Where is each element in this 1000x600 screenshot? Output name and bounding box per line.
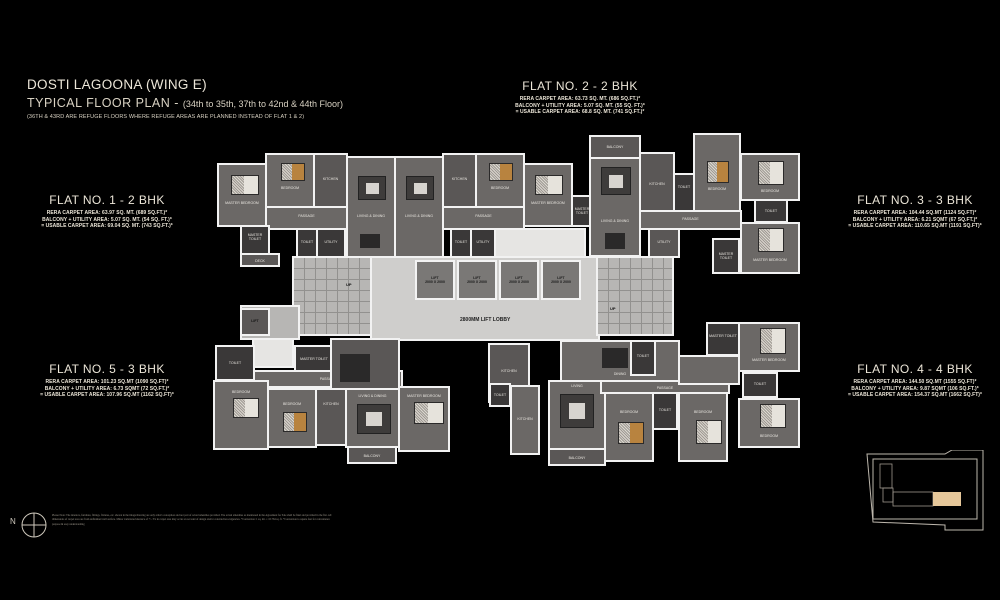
- flat-3-passage: PASSAGE: [639, 210, 742, 230]
- project-title: DOSTI LAGOONA (WING E): [27, 77, 207, 92]
- flat-4-toilet-small: TOILET: [489, 383, 511, 407]
- flat-usable-area: = USABLE CARPET AREA: 154.37 SQ.MT (1662…: [847, 392, 983, 398]
- compass-north-label: N: [10, 517, 16, 526]
- flat-3-utility: UTILITY: [648, 228, 680, 258]
- flat-3-master-toilet: MASTER TOILET: [712, 238, 740, 274]
- flat-5-bedroom: BEDROOM: [213, 380, 269, 450]
- flat-1-bedroom: BEDROOM: [265, 153, 315, 208]
- flat-name: FLAT NO. 1 - 2 BHK: [49, 193, 165, 207]
- flat-name: FLAT NO. 4 - 4 BHK: [857, 362, 973, 376]
- plan-floors: (34th to 35th, 37th to 42nd & 44th Floor…: [182, 99, 344, 109]
- flat-4-living: LIVING: [548, 380, 606, 450]
- flat-4-toilet-2: TOILET: [652, 392, 678, 430]
- key-plan-highlight: [933, 492, 961, 506]
- flat-3-balcony: BALCONY: [589, 135, 641, 159]
- flat-name: FLAT NO. 2 - 2 BHK: [522, 79, 638, 93]
- flat-3-info: FLAT NO. 3 - 3 BHK RERA CARPET AREA: 104…: [835, 193, 995, 230]
- flat-rera-area: RERA CARPET AREA: 63.97 SQ. MT. (689 SQ.…: [46, 210, 168, 216]
- title-block: DOSTI LAGOONA (WING E) TYPICAL FLOOR PLA…: [27, 77, 343, 120]
- flat-balcony-area: BALCONY + UTILITY AREA: 5.07 SQ. MT. (55…: [515, 102, 645, 109]
- flat-4-bedroom: BEDROOM: [604, 392, 654, 462]
- flat-1-kitchen: KITCHEN: [313, 153, 348, 208]
- flat-rera-area: RERA CARPET AREA: 63.73 SQ. MT. (686 SQ.…: [519, 96, 641, 102]
- flat-usable-area: = USABLE CARPET AREA: 69.04 SQ. MT. (743…: [41, 223, 173, 229]
- flat-3-toilet-2: TOILET: [754, 199, 788, 223]
- flat-4-toilet-1: TOILET: [630, 340, 656, 376]
- flat-2-living-dining: LIVING & DINING: [394, 156, 444, 258]
- flat-2-duct: [494, 228, 586, 258]
- key-plan: [866, 450, 984, 531]
- flat-1-utility: UTILITY: [316, 228, 346, 258]
- flat-2-toilet: TOILET: [450, 228, 472, 258]
- disclaimer-note: Please Note: The interiors, furniture, f…: [52, 514, 332, 526]
- flat-3-kitchen: KITCHEN: [639, 152, 675, 212]
- flat-2-utility: UTILITY: [470, 228, 496, 258]
- right-staircase: UP: [596, 256, 674, 336]
- flat-balcony-area: BALCONY + UTILITY AREA: 9.87 SQMT (106 S…: [851, 385, 979, 392]
- left-shaft: [252, 338, 294, 368]
- flat-name: FLAT NO. 5 - 3 BHK: [49, 362, 165, 376]
- flat-balcony-area: BALCONY + UTILITY AREA: 6.73 SQMT (72 SQ…: [44, 385, 170, 392]
- flat-5-info: FLAT NO. 5 - 3 BHK RERA CARPET AREA: 101…: [22, 362, 192, 399]
- refuge-note: (36TH & 43RD ARE REFUGE FLOORS WHERE REF…: [27, 114, 305, 120]
- flat-3-living-dining: LIVING & DINING: [589, 157, 641, 257]
- flat-5-master-bedroom: MASTER BEDROOM: [398, 386, 450, 452]
- small-lift: LIFT: [240, 308, 270, 336]
- flat-usable-area: = USABLE CARPET AREA: 68.8 SQ. MT. (741 …: [515, 109, 645, 115]
- flat-4-dining: DINING: [560, 340, 680, 382]
- flat-1-passage: PASSAGE: [265, 206, 348, 230]
- flat-4-balcony: BALCONY: [548, 448, 606, 466]
- flat-3-bedroom: BEDROOM: [693, 133, 741, 213]
- north-arrow-icon: [21, 512, 47, 538]
- flat-3-master-bedroom: MASTER BEDROOM: [740, 222, 800, 274]
- flat-5-toilet: TOILET: [215, 345, 255, 381]
- flat-2-info: FLAT NO. 2 - 2 BHK RERA CARPET AREA: 63.…: [500, 79, 660, 116]
- flat-rera-area: RERA CARPET AREA: 101.23 SQ.MT (1090 SQ.…: [45, 379, 169, 385]
- flat-4-master-toilet: MASTER TOILET: [706, 322, 740, 356]
- flat-1-toilet: TOILET: [296, 228, 318, 258]
- flat-1-master-toilet: MASTER TOILET: [240, 225, 270, 255]
- flat-1-master-bedroom: MASTER BEDROOM: [217, 163, 267, 227]
- flat-1-living-dining: LIVING & DINING: [346, 156, 396, 258]
- plan-title-text: TYPICAL FLOOR PLAN -: [27, 96, 183, 110]
- flat-2-master-bedroom: MASTER BEDROOM: [523, 163, 573, 227]
- flat-usable-area: = USABLE CARPET AREA: 107.96 SQ.MT (1162…: [40, 392, 174, 398]
- flat-2-bedroom: BEDROOM: [475, 153, 525, 208]
- plan-title: TYPICAL FLOOR PLAN - (34th to 35th, 37th…: [27, 96, 343, 110]
- flat-5-bedroom-2: BEDROOM: [267, 388, 317, 448]
- flat-4-master-bedroom: MASTER BEDROOM: [738, 322, 800, 372]
- flat-1-info: FLAT NO. 1 - 2 BHK RERA CARPET AREA: 63.…: [22, 193, 192, 230]
- flat-rera-area: RERA CARPET AREA: 144.50 SQ.MT (1555 SQ.…: [853, 379, 977, 385]
- flat-balcony-area: BALCONY + UTILITY AREA: 6.21 SQMT (67 SQ…: [852, 216, 978, 223]
- flat-2-passage: PASSAGE: [442, 206, 525, 230]
- flat-5-balcony: BALCONY: [347, 446, 397, 464]
- flat-rera-area: RERA CARPET AREA: 104.44 SQ.MT (1124 SQ.…: [853, 210, 977, 216]
- flat-4-corridor: [678, 355, 740, 385]
- flat-4-info: FLAT NO. 4 - 4 BHK RERA CARPET AREA: 144…: [835, 362, 995, 399]
- flat-5-kitchen: KITCHEN: [315, 388, 347, 446]
- flat-3-bedroom-2: BEDROOM: [740, 153, 800, 201]
- left-staircase: UP: [292, 256, 372, 336]
- flat-5-living-dining: LIVING & DINING: [345, 386, 400, 448]
- flat-5-lobby-area: [330, 338, 400, 390]
- flat-balcony-area: BALCONY + UTILITY AREA: 5.07 SQ. MT. (54…: [42, 216, 172, 223]
- flat-3-toilet: TOILET: [673, 173, 695, 213]
- flat-4-bedroom-3: BEDROOM: [738, 398, 800, 448]
- flat-4-bedroom-2: BEDROOM: [678, 392, 728, 462]
- flat-4-kitchen-2: KITCHEN: [510, 385, 540, 455]
- flat-name: FLAT NO. 3 - 3 BHK: [857, 193, 973, 207]
- flat-2-kitchen: KITCHEN: [442, 153, 477, 208]
- flat-usable-area: = USABLE CARPET AREA: 110.65 SQ.MT (1191…: [848, 223, 982, 229]
- flat-4-toilet-3: TOILET: [742, 372, 778, 398]
- flat-1-deck: DECK: [240, 253, 280, 267]
